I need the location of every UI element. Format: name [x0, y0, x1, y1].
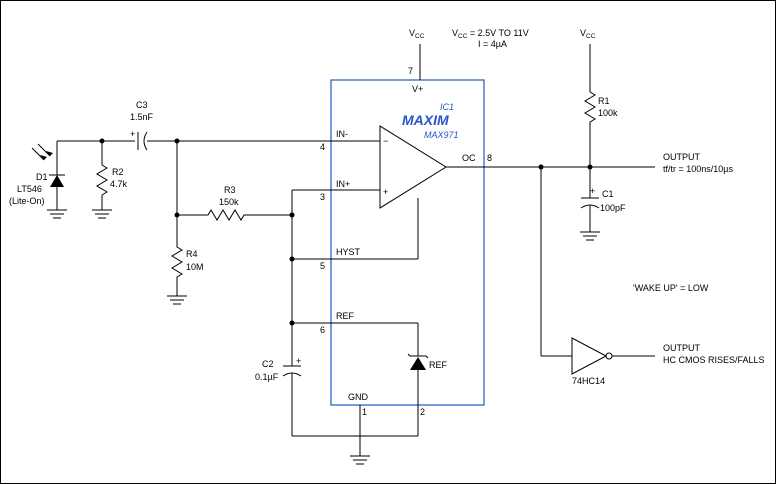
ground-symbol-d1	[47, 209, 67, 219]
pin-vplus-label: V+	[412, 84, 423, 94]
pin-inplus-label: IN+	[336, 179, 350, 189]
ic1-max971: IC1 MAXIM MAX971	[330, 79, 485, 406]
c2-ref: C2	[262, 359, 274, 369]
ground-symbol-r2	[92, 209, 112, 219]
pin-inminus-label: IN-	[336, 129, 348, 139]
pin-gnd-label: GND	[348, 392, 369, 402]
output-top-label: OUTPUT	[663, 152, 701, 162]
c1-ref: C1	[602, 189, 614, 199]
pin-ref-label: REF	[336, 311, 355, 321]
pin-oc-label: OC	[462, 153, 476, 163]
minus-sign: −	[383, 136, 388, 146]
c3-value: 1.5nF	[130, 112, 154, 122]
pin2-number: 2	[420, 407, 425, 417]
pin7-number: 7	[408, 66, 413, 76]
photodiode-d1: D1 LT546 (Lite-On)	[9, 141, 65, 210]
r3-value: 150k	[219, 197, 239, 207]
r1-value: 100k	[598, 108, 618, 118]
ground-symbol-ic	[350, 455, 370, 465]
capacitor-c2: + C2 0.1µF	[255, 356, 302, 436]
c3-plus: +	[130, 129, 135, 139]
capacitor-c1: + C1 100pF	[580, 167, 626, 232]
pin6-number: 6	[320, 325, 325, 335]
vcc-r1-label: VCC	[580, 28, 596, 40]
output-top-spec: tf/tr = 100ns/10µs	[663, 164, 733, 174]
resistor-r4: R4 10M	[171, 215, 204, 296]
supply-note-line1: VCC = 2.5V TO 11V	[452, 28, 529, 40]
pin4-number: 4	[320, 142, 325, 152]
c1-value: 100pF	[600, 203, 626, 213]
output-bottom-label: OUTPUT	[663, 343, 701, 353]
wake-up-note: 'WAKE UP' = LOW	[633, 283, 709, 293]
r1-ref: R1	[598, 96, 610, 106]
inverter-label: 74HC14	[572, 376, 605, 386]
inverter-74hc14: 74HC14	[571, 337, 613, 386]
reference-zener: REF	[407, 353, 448, 436]
d1-ref: D1	[36, 172, 48, 182]
pin5-number: 5	[320, 261, 325, 271]
comparator-symbol: − +	[379, 125, 447, 209]
r4-value: 10M	[186, 262, 204, 272]
pin-hyst-label: HYST	[336, 247, 361, 257]
d1-value: LT546	[17, 184, 42, 194]
pin1-number: 1	[362, 407, 367, 417]
ref-zener-label: REF	[429, 360, 448, 370]
d1-note: (Lite-On)	[9, 196, 45, 206]
r3-ref: R3	[224, 185, 236, 195]
resistor-r1: R1 100k	[584, 44, 618, 167]
r2-ref: R2	[112, 167, 124, 177]
c1-plus: +	[590, 186, 595, 196]
resistor-r3: R3 150k	[177, 185, 292, 221]
c2-value: 0.1µF	[255, 372, 279, 382]
maxim-logo: MAXIM	[402, 112, 449, 128]
output-bottom-spec: HC CMOS RISES/FALLS	[663, 355, 765, 365]
pin8-number: 8	[487, 153, 492, 163]
r4-ref: R4	[186, 249, 198, 259]
vcc-ic-label: VCC	[409, 28, 425, 40]
pin3-number: 3	[320, 192, 325, 202]
resistor-r2: R2 4.7k	[96, 141, 128, 210]
c3-ref: C3	[136, 100, 148, 110]
c2-plus: +	[296, 356, 301, 366]
ic-part-label: MAX971	[424, 130, 459, 140]
r2-value: 4.7k	[110, 179, 128, 189]
ground-symbol-r4	[167, 295, 187, 305]
ground-symbol-c1	[580, 231, 600, 241]
capacitor-c3: + C3 1.5nF	[130, 100, 154, 151]
ic-ref-label: IC1	[440, 102, 454, 112]
supply-note-line2: I = 4µA	[478, 39, 507, 49]
plus-sign: +	[383, 187, 388, 197]
